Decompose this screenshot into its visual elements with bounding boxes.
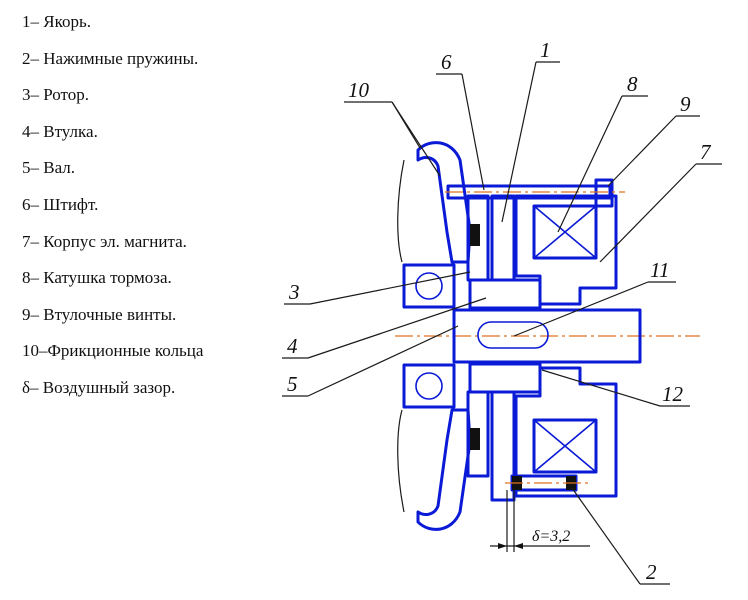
callout-10: 10 bbox=[344, 78, 441, 177]
callout-2: 2 bbox=[571, 487, 670, 585]
coil-top bbox=[532, 204, 598, 260]
callout-3: 3 bbox=[284, 271, 471, 305]
bearing-top bbox=[402, 263, 456, 309]
legend-item-11: δ– Воздушный зазор. bbox=[22, 377, 176, 397]
friction-disc-part bbox=[397, 141, 472, 531]
bearing-bottom bbox=[402, 363, 456, 409]
air-gap-dimension: δ=3,2 bbox=[490, 490, 590, 552]
legend-item-5: 5– Вал. bbox=[22, 158, 76, 178]
air-gap-label: δ=3,2 bbox=[532, 528, 570, 545]
callout-label-8: 8 bbox=[627, 72, 638, 96]
callout-9: 9 bbox=[607, 92, 700, 187]
callout-8: 8 bbox=[557, 72, 648, 233]
callout-label-2: 2 bbox=[646, 560, 657, 584]
rotor-part bbox=[466, 194, 490, 478]
callout-label-9: 9 bbox=[680, 92, 691, 116]
callout-label-6: 6 bbox=[441, 50, 452, 74]
callout-6: 6 bbox=[436, 50, 485, 191]
spring-part bbox=[505, 474, 590, 492]
callout-label-7: 7 bbox=[700, 140, 712, 164]
callout-label-10: 10 bbox=[348, 78, 370, 102]
legend-item-6: 6– Штифт. bbox=[22, 194, 99, 214]
callout-11: 11 bbox=[513, 258, 676, 337]
legend-item-9: 9– Втулочные винты. bbox=[22, 304, 177, 324]
callout-label-1: 1 bbox=[540, 38, 551, 62]
callout-label-5: 5 bbox=[287, 372, 298, 396]
callout-5: 5 bbox=[282, 325, 459, 397]
legend-item-4: 4– Втулка. bbox=[22, 121, 98, 141]
legend: 1– Якорь. 2– Нажимные пружины. 3– Ротор.… bbox=[22, 10, 282, 413]
legend-item-8: 8– Катушка тормоза. bbox=[22, 268, 172, 288]
callout-12: 12 bbox=[541, 369, 690, 407]
callout-4: 4 bbox=[282, 297, 487, 359]
legend-item-7: 7– Корпус эл. магнита. bbox=[22, 231, 187, 251]
callout-1: 1 bbox=[501, 38, 560, 223]
armature-part bbox=[490, 194, 516, 502]
legend-item-2: 2– Нажимные пружины. bbox=[22, 48, 199, 68]
callout-label-4: 4 bbox=[287, 334, 298, 358]
callout-label-11: 11 bbox=[650, 258, 669, 282]
callout-label-3: 3 bbox=[288, 280, 300, 304]
legend-item-3: 3– Ротор. bbox=[22, 85, 90, 105]
callout-label-12: 12 bbox=[662, 382, 684, 406]
pin-part bbox=[445, 178, 625, 208]
electromagnet-housing-part bbox=[514, 194, 618, 498]
coil-bottom bbox=[532, 418, 598, 474]
legend-item-1: 1– Якорь. bbox=[22, 12, 91, 31]
legend-item-10: 10–Фрикционные кольца bbox=[22, 341, 204, 361]
callout-7: 7 bbox=[599, 140, 722, 263]
